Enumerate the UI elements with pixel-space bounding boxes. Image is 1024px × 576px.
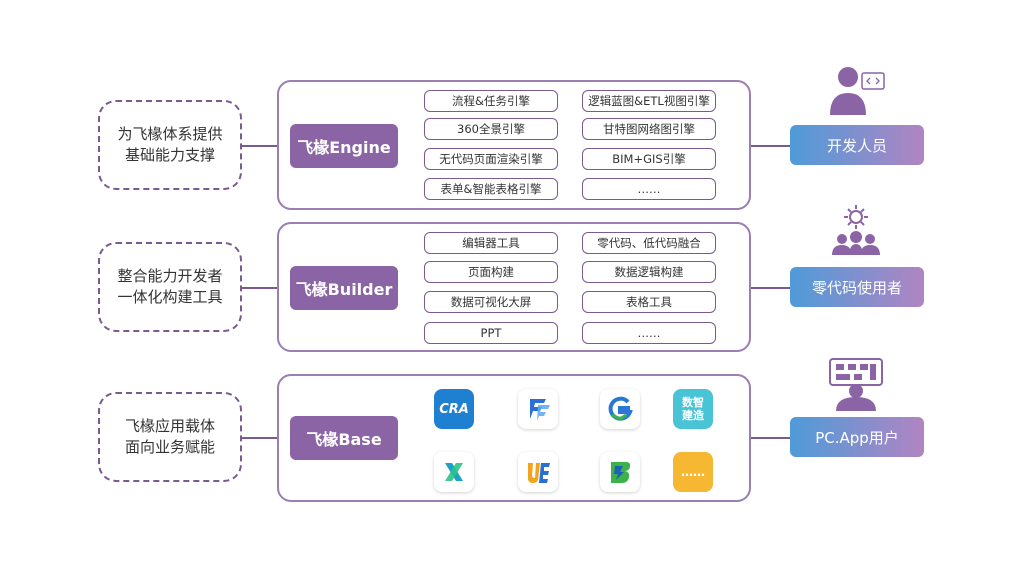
builder-item: 页面构建: [424, 261, 558, 283]
note-base: 飞椽应用载体面向业务赋能: [98, 392, 242, 482]
more-apps-label: ……: [681, 465, 705, 479]
builder-item: PPT: [424, 322, 558, 344]
smart-build-line2: 建造: [682, 409, 704, 422]
x-logo-icon: [445, 463, 463, 481]
engine-item: 表单&智能表格引擎: [424, 178, 558, 200]
connector-note-2: [242, 287, 278, 289]
b-logo-icon: [611, 462, 631, 483]
note-engine-line1: 为飞椽体系提供: [117, 125, 223, 143]
engine-item: 流程&任务引擎: [424, 90, 558, 112]
builder-item: 编辑器工具: [424, 232, 558, 254]
engine-item: 360全景引擎: [424, 118, 558, 140]
engine-item: ……: [582, 178, 716, 200]
builder-item: ……: [582, 322, 716, 344]
connector-role-1: [750, 145, 790, 147]
engine-item: 甘特图网络图引擎: [582, 118, 716, 140]
ff-logo-icon: [530, 399, 550, 421]
ue-logo-icon: [527, 463, 550, 483]
role-developer: 开发人员: [790, 125, 924, 165]
engine-item: 无代码页面渲染引擎: [424, 148, 558, 170]
builder-title: 飞椽Builder: [290, 266, 398, 310]
connector-note-3: [242, 437, 278, 439]
note-builder-line2: 一体化构建工具: [117, 288, 223, 306]
role-zero-code-user: 零代码使用者: [790, 267, 924, 307]
role-pc-app-user: PC.App用户: [790, 417, 924, 457]
engine-title: 飞椽Engine: [290, 124, 398, 168]
zero-code-user-icon: [832, 205, 880, 255]
note-base-line2: 面向业务赋能: [124, 438, 215, 456]
builder-item: 数据可视化大屏: [424, 291, 558, 313]
g-logo-icon: [608, 396, 633, 421]
pc-app-user-icon: [829, 358, 883, 411]
connector-note-1: [242, 145, 278, 147]
connector-role-2: [750, 287, 790, 289]
builder-item: 数据逻辑构建: [582, 261, 716, 283]
base-title: 飞椽Base: [290, 416, 398, 460]
engine-item: BIM+GIS引擎: [582, 148, 716, 170]
cra-app-label: CRA: [439, 401, 469, 417]
x-app-icon[interactable]: [434, 452, 474, 492]
note-builder: 整合能力开发者一体化构建工具: [98, 242, 242, 332]
cra-app-icon[interactable]: CRA: [434, 389, 474, 429]
connector-role-3: [750, 437, 790, 439]
note-engine: 为飞椽体系提供基础能力支撑: [98, 100, 242, 190]
builder-item: 零代码、低代码融合: [582, 232, 716, 254]
b-app-icon[interactable]: [600, 452, 640, 492]
note-base-line1: 飞椽应用载体: [124, 417, 215, 435]
g-app-icon[interactable]: [600, 389, 640, 429]
ff-app-icon[interactable]: [518, 389, 558, 429]
builder-item: 表格工具: [582, 291, 716, 313]
smart-build-app-icon[interactable]: 数智 建造: [673, 389, 713, 429]
note-engine-line2: 基础能力支撑: [124, 146, 215, 164]
more-apps-icon[interactable]: ……: [673, 452, 713, 492]
note-builder-line1: 整合能力开发者: [117, 267, 223, 285]
developer-icon: [830, 67, 885, 115]
engine-item: 逻辑蓝图&ETL视图引擎: [582, 90, 716, 112]
ue-app-icon[interactable]: [518, 452, 558, 492]
smart-build-line1: 数智: [682, 396, 704, 409]
